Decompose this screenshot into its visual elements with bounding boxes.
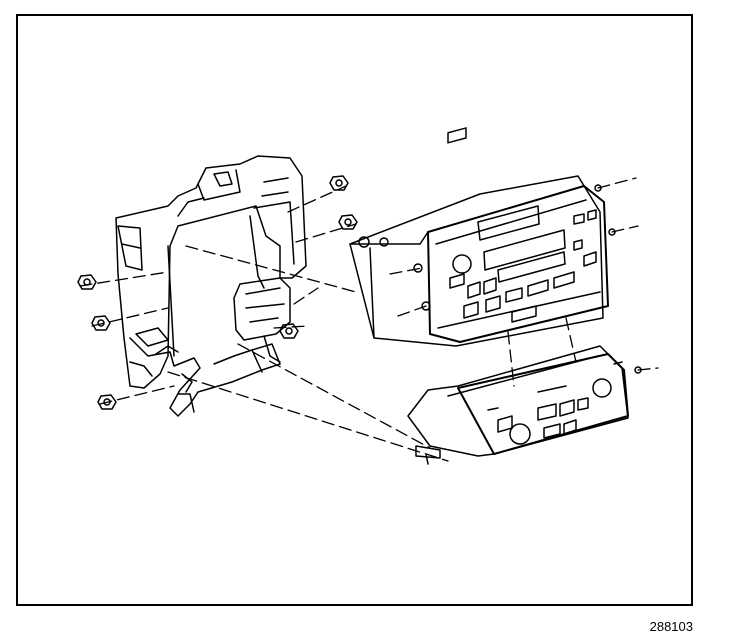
hex-nut-icon	[77, 274, 97, 290]
mounting-screw-icon	[421, 301, 431, 311]
mounting-screw-icon	[608, 228, 616, 236]
upper-radio-unit	[349, 127, 616, 347]
figure-reference-code: 288103	[649, 619, 693, 634]
hex-nut-icon	[91, 315, 111, 331]
mounting-bracket	[115, 155, 307, 417]
mounting-screw-icon	[594, 184, 602, 192]
radio-mounting-illustration	[77, 127, 659, 465]
fastener-leader-lines	[79, 177, 659, 462]
hex-nut-icon	[329, 175, 349, 191]
hex-nut-icon	[279, 323, 299, 339]
diagram-frame	[16, 14, 693, 606]
lower-control-unit	[407, 345, 642, 465]
mounting-screw-icon	[413, 263, 423, 273]
hex-nut-icon	[338, 214, 358, 230]
